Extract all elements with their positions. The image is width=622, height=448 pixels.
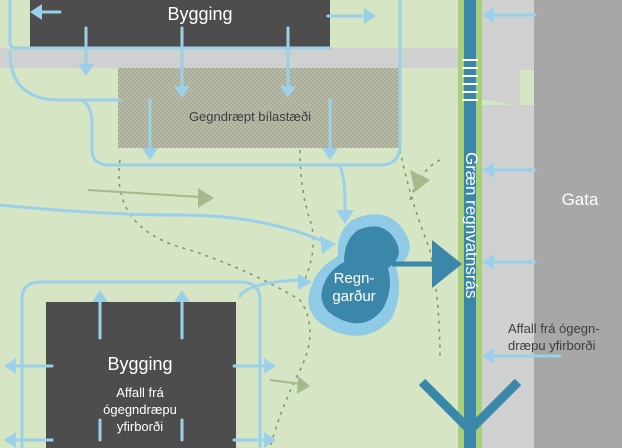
street-label: Gata bbox=[561, 190, 599, 209]
building-bottom-runoff-label: Affall frá ógegndræpu yfirborði bbox=[80, 384, 200, 435]
building-runoff-line1: Affall frá bbox=[116, 385, 164, 400]
street-runoff-line2: dræpu yfirborði bbox=[508, 338, 596, 353]
driveway bbox=[0, 0, 540, 448]
rain-garden-label: Regn- garður bbox=[314, 270, 394, 306]
overland-flow-paths bbox=[118, 149, 441, 448]
street-runoff-label: Affall frá ógegn- dræpu yfirborði bbox=[508, 320, 622, 354]
rain-garden bbox=[308, 214, 410, 336]
rain-garden-label-line1: Regn- bbox=[333, 270, 375, 287]
building-top-label: Bygging bbox=[167, 4, 233, 24]
building-top bbox=[30, 0, 330, 48]
channel-down-arrow bbox=[418, 378, 522, 437]
green-channel bbox=[458, 0, 482, 448]
overland-arrows bbox=[87, 170, 430, 394]
building-bottom bbox=[46, 302, 236, 448]
garden-outflow bbox=[392, 240, 462, 288]
runoff-flow-lines bbox=[0, 0, 402, 448]
rain-garden-label-line2: garður bbox=[332, 288, 376, 305]
building-bottom-label: Bygging bbox=[107, 354, 173, 374]
building-runoff-line3: yfirborði bbox=[116, 419, 164, 434]
street bbox=[534, 0, 622, 448]
runoff-arrows bbox=[4, 4, 562, 448]
channel-driveway-marks bbox=[462, 59, 478, 101]
building-runoff-line2: ógegndræpu bbox=[103, 402, 177, 417]
channel-label: Græn regnvatnsrás bbox=[462, 152, 481, 298]
parking-label: Gegndræpt bílastæði bbox=[188, 109, 312, 124]
permeable-parking bbox=[118, 68, 400, 148]
street-runoff-line1: Affall frá ógegn- bbox=[508, 321, 600, 336]
